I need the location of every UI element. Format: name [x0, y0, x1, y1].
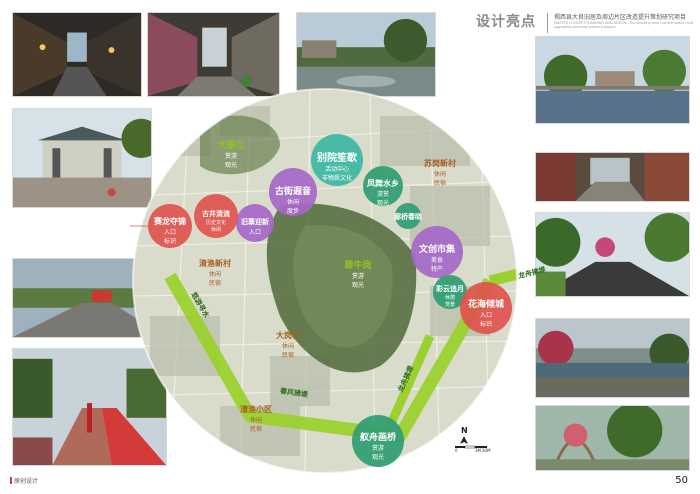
node-huahai — [460, 282, 512, 334]
photo-canal — [296, 12, 436, 97]
node-langqiao — [395, 203, 421, 229]
page-header: 设计亮点 揭西县大良旧居及周边片区改造提升策划研究项目 MASTER CONCE… — [470, 8, 698, 42]
node-jiuzhai — [236, 204, 274, 242]
node-label-caiyun: 彩云追月 休憩 赏景 — [436, 285, 464, 308]
photo-riverside-bridge — [535, 36, 690, 124]
node-fengwu — [363, 166, 403, 206]
photo-bike-lane — [12, 348, 167, 466]
node-label-langqiao: 廊桥春晓 — [394, 213, 422, 221]
north-arrow-icon — [455, 436, 487, 449]
page-number: 50 — [675, 475, 688, 486]
node-label-yizhou: 舣舟画桥 赏游 观光 — [359, 433, 396, 461]
area-label-dagang: 大岗村 休闲 民宿 — [276, 331, 300, 359]
node-label-sailong: 赛龙夺锦 入口 标识 — [154, 217, 186, 245]
master-plan-map: 别院笙歌 活动中心 非物质文化 古街遐音 休闲 度步 凤舞水乡 游赏 观光 廊桥… — [90, 86, 547, 476]
node-bieyuan — [311, 134, 363, 186]
photo-street-shops — [535, 152, 690, 202]
area-label-sugang: 苏岗新村 休闲 民宿 — [424, 159, 456, 187]
node-label-gujing: 古井清流 历史文化 休闲 — [202, 210, 230, 233]
photo-alley — [147, 12, 280, 97]
node-label-jiuzhai: 旧寨迎新 入口 — [241, 218, 269, 236]
node-gujie — [269, 168, 317, 216]
node-yizhou — [352, 415, 404, 467]
header-divider — [547, 13, 548, 33]
photo-tree-lined-road — [535, 212, 690, 297]
node-label-wenchuang: 文创市集 美食 特产 — [418, 245, 455, 273]
area-label-caoyu: 漕渔小区 休闲 民宿 — [240, 405, 272, 433]
photo-garden-arch — [535, 405, 690, 471]
node-gujing — [194, 194, 238, 238]
photo-gateway — [12, 108, 152, 208]
project-subtitle-en: MASTER CONCEPT PLANNING AND DESIGN - Sur… — [554, 21, 694, 29]
node-label-huahai: 花海倾城 入口 标识 — [467, 300, 504, 328]
photo-waterfront-plaza — [535, 318, 690, 398]
north-arrow-scale: N 0 3M 20M — [455, 426, 495, 466]
node-label-bieyuan: 别院笙歌 活动中心 非物质文化 — [317, 153, 357, 182]
footer-label: 原创设计 — [14, 478, 39, 485]
hill-label-taishan: 大泰山 赏游 观光 — [217, 141, 245, 169]
photo-street-night — [12, 12, 142, 97]
scale-end: 20M — [482, 448, 491, 453]
scale-mid: 3M — [475, 448, 481, 453]
node-label-fengwu: 凤舞水乡 游赏 观光 — [367, 179, 399, 207]
node-caiyun — [433, 275, 467, 309]
node-label-gujie: 古街遐音 休闲 度步 — [274, 187, 311, 215]
map-base — [90, 88, 518, 474]
north-label: N — [461, 426, 468, 435]
area-label-qingyu: 清渔新村 休闲 民宿 — [199, 259, 231, 287]
page-title: 设计亮点 — [476, 14, 536, 30]
node-sailong — [148, 204, 192, 248]
footer-accent — [10, 477, 12, 484]
scale-start: 0 — [455, 448, 458, 453]
hill-label-xueniu: 薛牛岗 赏游 观光 — [344, 261, 372, 289]
node-wenchuang — [411, 226, 463, 278]
project-title: 揭西县大良旧居及周边片区改造提升策划研究项目 — [554, 14, 687, 21]
